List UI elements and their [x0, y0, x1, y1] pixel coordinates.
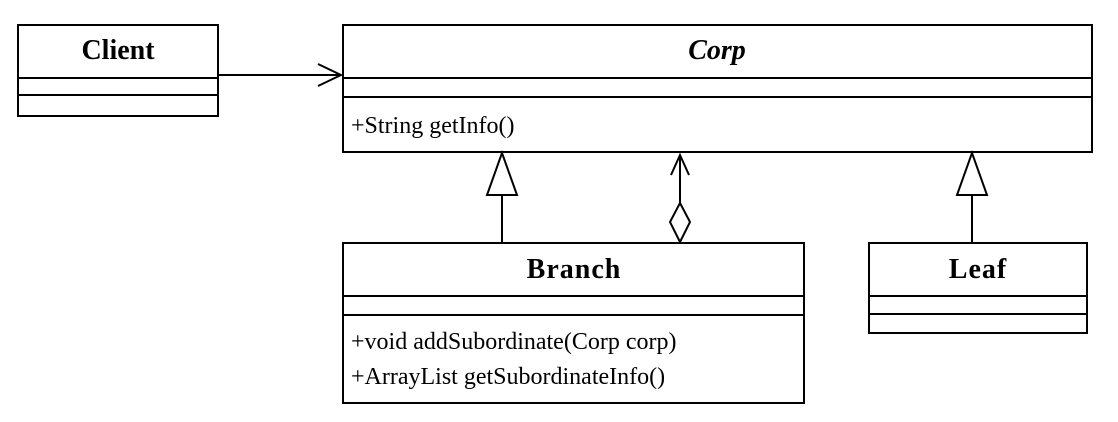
hollow-diamond-icon	[668, 200, 692, 245]
aggregation-branch-corp[interactable]	[668, 152, 692, 245]
class-corp[interactable]: Corp +String getInfo()	[342, 24, 1093, 153]
class-client-name: Client	[81, 35, 155, 66]
class-branch[interactable]: Branch +void addSubordinate(Corp corp) +…	[342, 242, 805, 404]
generalization-leaf-corp[interactable]	[955, 150, 989, 243]
class-client-box	[17, 24, 219, 117]
generalization-branch-corp[interactable]	[485, 150, 519, 243]
class-branch-operation: +ArrayList getSubordinateInfo()	[351, 364, 665, 390]
class-branch-operation: +void addSubordinate(Corp corp)	[351, 329, 676, 355]
open-arrowhead-icon	[670, 152, 690, 176]
class-client[interactable]: Client	[17, 24, 219, 117]
class-corp-name: Corp	[688, 35, 746, 66]
class-branch-name: Branch	[527, 254, 622, 285]
hollow-triangle-icon	[485, 150, 519, 196]
class-leaf[interactable]: Leaf	[868, 242, 1088, 334]
open-arrowhead-icon	[317, 63, 344, 87]
association-client-corp[interactable]	[218, 63, 344, 87]
class-leaf-box	[868, 242, 1088, 334]
class-corp-box	[342, 24, 1093, 153]
class-leaf-name: Leaf	[949, 254, 1007, 285]
class-branch-box	[342, 242, 805, 404]
class-corp-operation: +String getInfo()	[351, 113, 515, 139]
hollow-triangle-icon	[955, 150, 989, 196]
